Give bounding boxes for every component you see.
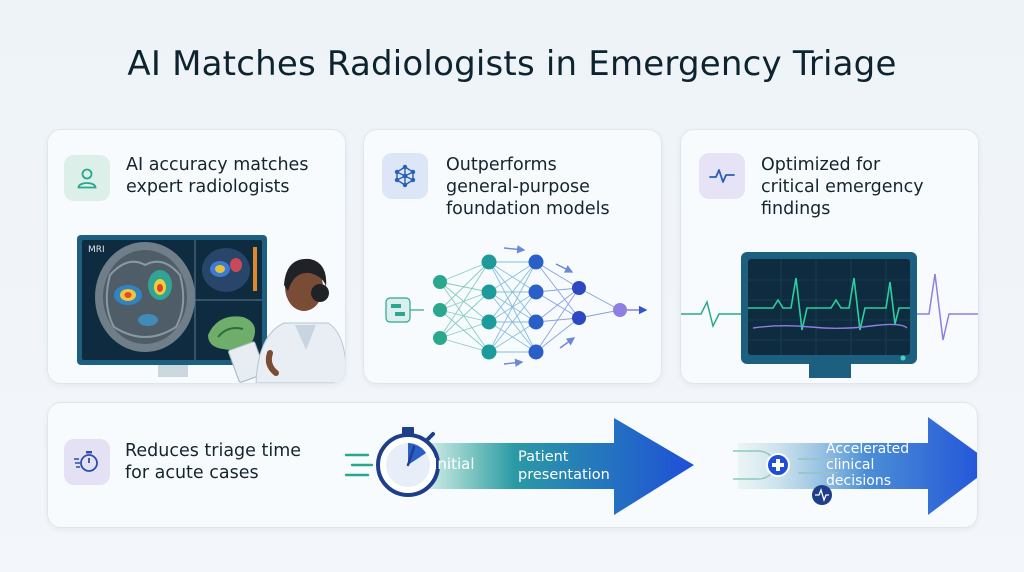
mri-illustration: MRI (77, 235, 345, 383)
pulse-icon (699, 153, 745, 199)
ecg-monitor-illustration (681, 252, 978, 378)
card-triage-time: Reduces triage time for acute cases (47, 402, 978, 528)
card-triage-time-text: Reduces triage time for acute cases (125, 441, 302, 483)
flow-initial-label: Initial (433, 455, 475, 473)
user-icon (64, 155, 110, 201)
card-foundation-models: Outperforms general-purpose foundation m… (363, 129, 662, 384)
card-foundation-models-text: Outperforms general-purpose foundation m… (446, 155, 610, 219)
flow-patient-presentation-label: Patient presentation (518, 449, 610, 483)
mri-label: MRI (88, 245, 105, 255)
card-radiologists: AI accuracy matches expert radiologists … (47, 129, 346, 384)
flow-accelerated-decisions-label: Accelerated clinical decisions (826, 441, 910, 489)
stopwatch-fast-icon (64, 439, 110, 485)
triage-flow-diagram (344, 417, 977, 515)
page-title: AI Matches Radiologists in Emergency Tri… (127, 44, 897, 84)
network-icon (382, 153, 428, 199)
neural-network-diagram (385, 245, 648, 367)
card-emergency-findings: Optimized for critical emergency finding… (680, 129, 979, 384)
card-radiologists-text: AI accuracy matches expert radiologists (126, 155, 309, 197)
card-emergency-findings-text: Optimized for critical emergency finding… (761, 155, 924, 219)
